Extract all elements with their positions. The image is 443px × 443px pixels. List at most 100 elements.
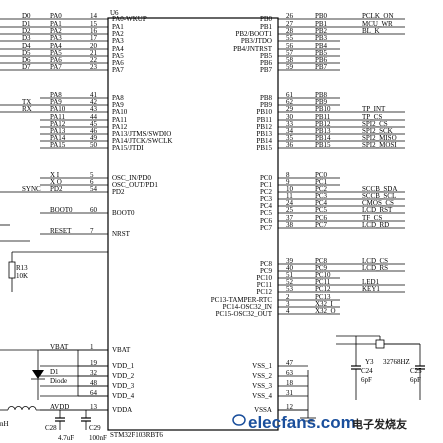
capacitor-c24: C24 6pF xyxy=(351,336,373,400)
pin-number: 44 xyxy=(90,113,98,121)
pin-wire-label: LCD_RD xyxy=(362,221,389,229)
pin-name: PC15-OSC32_OUT xyxy=(216,310,273,318)
pin-number: 61 xyxy=(286,91,294,99)
pin-net-label: PC3 xyxy=(315,192,328,200)
pin-number: 4 xyxy=(286,307,290,315)
c28-ref: C28 xyxy=(45,424,57,432)
pin-number: 59 xyxy=(286,63,294,71)
pin-number: 24 xyxy=(286,199,294,207)
pin-name: PA10 xyxy=(112,108,128,116)
pin-net-label: PA5 xyxy=(50,49,62,57)
pin-number: 26 xyxy=(286,12,294,20)
pin-name: PC0 xyxy=(260,174,273,182)
pin-name: PC9 xyxy=(260,267,273,275)
pin-number: 41 xyxy=(90,91,98,99)
pin-net-label: PC5 xyxy=(315,206,328,214)
pin-net-label: PA9 xyxy=(50,98,62,106)
pin-number: 5 xyxy=(90,171,94,179)
pin-net-label: PA7 xyxy=(50,63,62,71)
pin-name: PA9 xyxy=(112,101,124,109)
pin-number: 48 xyxy=(90,379,98,387)
pin-number: 60 xyxy=(90,206,98,214)
pin-number: 7 xyxy=(90,227,94,235)
c29-ref: C29 xyxy=(89,424,101,432)
pin-number: 36 xyxy=(286,141,294,149)
d1-value: Diode xyxy=(50,377,67,385)
pin-name: OSC_IN/PD0 xyxy=(112,174,151,182)
pin-net-label: PB4 xyxy=(315,42,328,50)
pin-net-label: PD2 xyxy=(50,185,63,193)
pin-number: 18 xyxy=(286,379,294,387)
pin-net-label: PA1 xyxy=(50,20,62,28)
pin-name: PB14 xyxy=(256,137,272,145)
pin-number: 58 xyxy=(286,56,294,64)
pin-number: 57 xyxy=(286,49,294,57)
pin-name: PA15/JTDI xyxy=(112,144,144,152)
pin-number: 21 xyxy=(90,49,98,57)
pin-wire-label: SPI2_SCK xyxy=(362,127,393,135)
pin-net-label: PB9 xyxy=(315,98,328,106)
pin-number: 34 xyxy=(286,127,294,135)
pin-name: PA1 xyxy=(112,23,124,31)
pin-number: 12 xyxy=(286,403,294,411)
pin-name: PA6 xyxy=(112,59,124,67)
pin-number: 47 xyxy=(286,359,294,367)
pin-number: 1 xyxy=(90,343,94,351)
pin-net-label: PA0 xyxy=(50,12,62,20)
pin-number: 31 xyxy=(286,389,294,397)
pin-net-label: PB1 xyxy=(315,20,328,28)
pin-number: 27 xyxy=(286,20,294,28)
pin-net-label: PB7 xyxy=(315,63,328,71)
pin-number: 2 xyxy=(286,293,290,301)
pin-net-label: X32_I xyxy=(315,300,334,308)
pin-wire-label: RX xyxy=(22,105,32,113)
pin-net-label: PB10 xyxy=(315,105,331,113)
pin-net-label: AVDD xyxy=(50,403,69,411)
pin-wire-label: SPI2_MOSI xyxy=(362,141,397,149)
crystal-y3: Y3 32768HZ xyxy=(336,335,420,366)
pin-name: PB4/JNTRST xyxy=(233,45,273,53)
pin-wire-label: SPI2_CS xyxy=(362,120,388,128)
pin-number: 45 xyxy=(90,120,98,128)
pin-net-label: PB6 xyxy=(315,56,328,64)
pin-number: 16 xyxy=(90,27,98,35)
pin-name: PC5 xyxy=(260,209,273,217)
c29-value: 100nF xyxy=(89,434,107,442)
pin-wire-label: SCCB_SCL xyxy=(362,192,396,200)
pin-name: PC13-TAMPER-RTC xyxy=(211,296,273,304)
pin-number: 37 xyxy=(286,214,294,222)
pin-wire-label: SCCB_SDA xyxy=(362,185,397,193)
pin-number: 15 xyxy=(90,20,98,28)
pin-net-label: PC8 xyxy=(315,257,328,265)
c25-ref: C25 xyxy=(410,367,422,375)
pin-number: 64 xyxy=(90,389,98,397)
pin-number: 20 xyxy=(90,42,98,50)
pin-wire-label: D2 xyxy=(22,27,31,35)
pin-number: 17 xyxy=(90,34,98,42)
pin-net-label: PA15 xyxy=(50,141,66,149)
pin-name: VSS_1 xyxy=(252,362,272,370)
pin-name: PD2 xyxy=(112,188,125,196)
pin-net-label: PB14 xyxy=(315,134,331,142)
pin-wire-label: D3 xyxy=(22,34,31,42)
pin-name: PC12 xyxy=(256,288,272,296)
